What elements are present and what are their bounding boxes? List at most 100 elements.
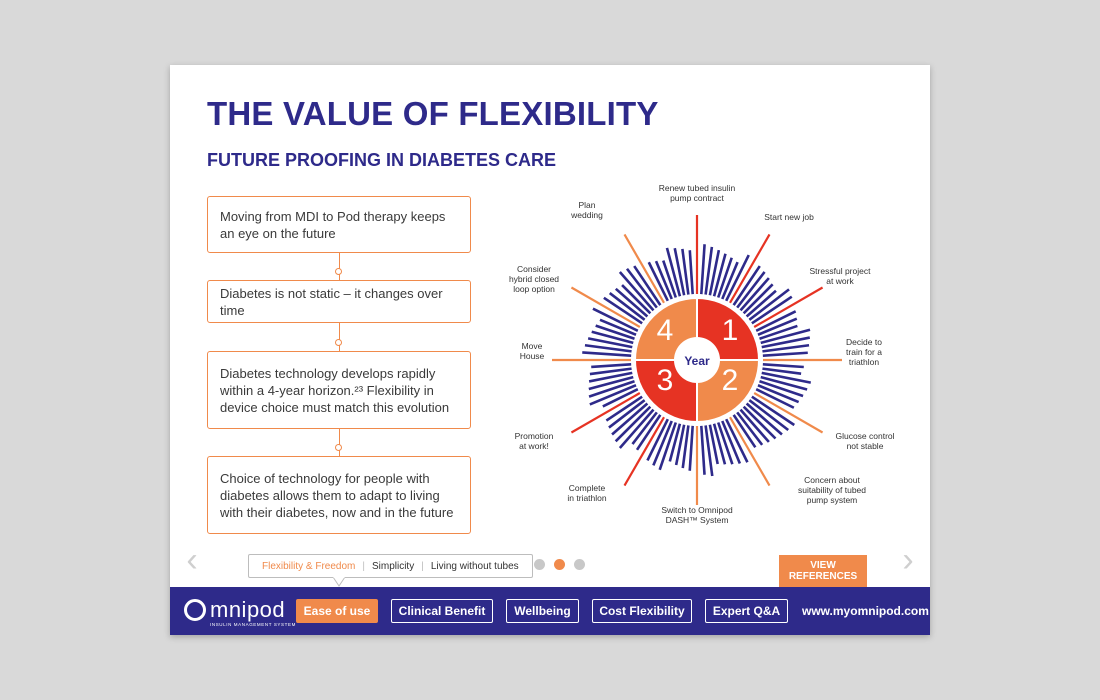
event-label: Stressful project at work [809,266,871,286]
event-label: Glucose control not stable [835,431,895,451]
timeline-ray [755,310,797,332]
event-label: Decide to train for a triathlon [846,337,882,367]
chevron-right-icon[interactable]: › [902,541,914,579]
timeline-ray [605,395,643,422]
timeline-ray [647,261,669,302]
timeline-ray [708,424,719,465]
timeline-ray [599,318,637,336]
subnav-tab-flexibility[interactable]: Flexibility & Freedom [262,560,356,572]
event-ray [570,286,641,328]
timeline-ray [736,271,766,309]
event-ray [753,286,824,328]
timeline-ray [633,265,662,306]
timeline-ray [625,267,658,309]
footer-button-cost-flexibility[interactable]: Cost Flexibility [592,599,692,623]
timeline-ray [759,324,798,341]
timeline-ray [742,405,777,440]
timeline-ray [589,367,632,376]
timeline-ray [700,244,706,295]
step-4: Choice of technology for people with dia… [207,456,471,534]
timeline-ray [716,422,734,465]
event-label: Promotion at work! [514,431,554,451]
footer-button-ease-of-use[interactable]: Ease of use [296,599,378,623]
footer-button-expert-qa[interactable]: Expert Q&A [705,599,788,623]
timeline-ray [716,257,733,298]
timeline-ray [681,425,690,469]
step-4-text: Choice of technology for people with dia… [220,470,454,520]
timeline-ray [608,399,646,429]
timeline-ray [757,384,800,404]
timeline-ray [704,246,714,295]
step-connector [339,253,340,280]
timeline-ray [700,425,706,475]
timeline-ray [582,351,632,357]
event-label: Switch to Omnipod DASH™ System [661,505,733,525]
year-quadrant-number: 1 [722,314,739,347]
timeline-ray [673,247,686,296]
timeline-ray [688,425,694,471]
step-connector-dot [335,444,342,451]
timeline-ray [587,337,633,349]
event-ray [570,392,641,434]
timeline-ray [751,295,793,325]
timeline-ray [674,424,686,466]
subnav-tab-living-without-tubes[interactable]: Living without tubes [430,560,519,572]
timeline-ray [739,408,770,443]
chevron-left-icon[interactable]: ‹ [186,541,198,579]
step-connector-dot [335,339,342,346]
page-title: THE VALUE OF FLEXIBILITY [207,95,659,132]
website-link[interactable]: www.myomnipod.com [802,604,929,618]
timeline-ray [748,399,790,432]
footer-bar: mnipod INSULIN MANAGEMENT SYSTEM Ease of… [170,587,930,635]
timeline-ray [584,343,632,353]
timeline-ray [762,351,808,357]
timeline-ray [631,411,658,445]
timeline-ray [748,288,790,321]
step-3: Diabetes technology develops rapidly wit… [207,351,471,429]
timeline-ray [618,408,655,449]
page-dot-1[interactable] [534,559,545,570]
timeline-ray [588,371,633,383]
timeline-ray [708,249,721,296]
timeline-ray [592,307,639,332]
year-center-label: Year [684,354,710,368]
step-2-text: Diabetes is not static – it changes over… [220,285,443,318]
page-dot-2[interactable] [554,559,565,570]
timeline-ray [732,265,761,306]
timeline-ray [595,324,635,341]
event-label: Plan wedding [571,200,603,220]
event-label: Move House [519,341,545,361]
event-label: Renew tubed insulin pump contract [658,183,736,203]
event-ray [729,416,771,487]
timeline-ray [761,336,811,349]
timeline-ray [725,254,750,302]
timeline-ray [611,402,649,436]
timeline-ray [721,261,739,300]
timeline-ray [762,343,810,353]
timeline-ray [704,425,714,477]
timeline-ray [658,422,678,471]
timeline-ray [739,277,770,312]
step-connector [339,429,340,456]
timeline-ray [614,405,652,443]
timeline-ray [755,388,795,409]
subnav-tab-simplicity[interactable]: Simplicity [371,560,415,572]
timeline-ray [712,253,727,297]
timeline-ray [760,328,811,345]
step-2: Diabetes is not static – it changes over… [207,280,471,323]
footer-button-wellbeing[interactable]: Wellbeing [506,599,579,623]
timeline-ray [721,420,742,464]
timeline-ray [635,414,662,451]
timeline-ray [762,363,804,369]
footer-button-clinical-benefit[interactable]: Clinical Benefit [391,599,493,623]
page-subtitle: FUTURE PROOFING IN DIABETES CARE [207,150,557,170]
timeline-ray [688,250,694,295]
timeline-ray [618,271,655,312]
event-label: Consider hybrid closed loop option [508,264,560,294]
step-connector [339,323,340,351]
page-dot-3[interactable] [574,559,585,570]
event-label: Concern about suitability of tubed pump … [797,475,867,505]
timeline-ray [745,289,777,318]
timeline-ray [742,283,774,315]
view-references-button[interactable]: VIEW REFERENCES [779,555,867,587]
